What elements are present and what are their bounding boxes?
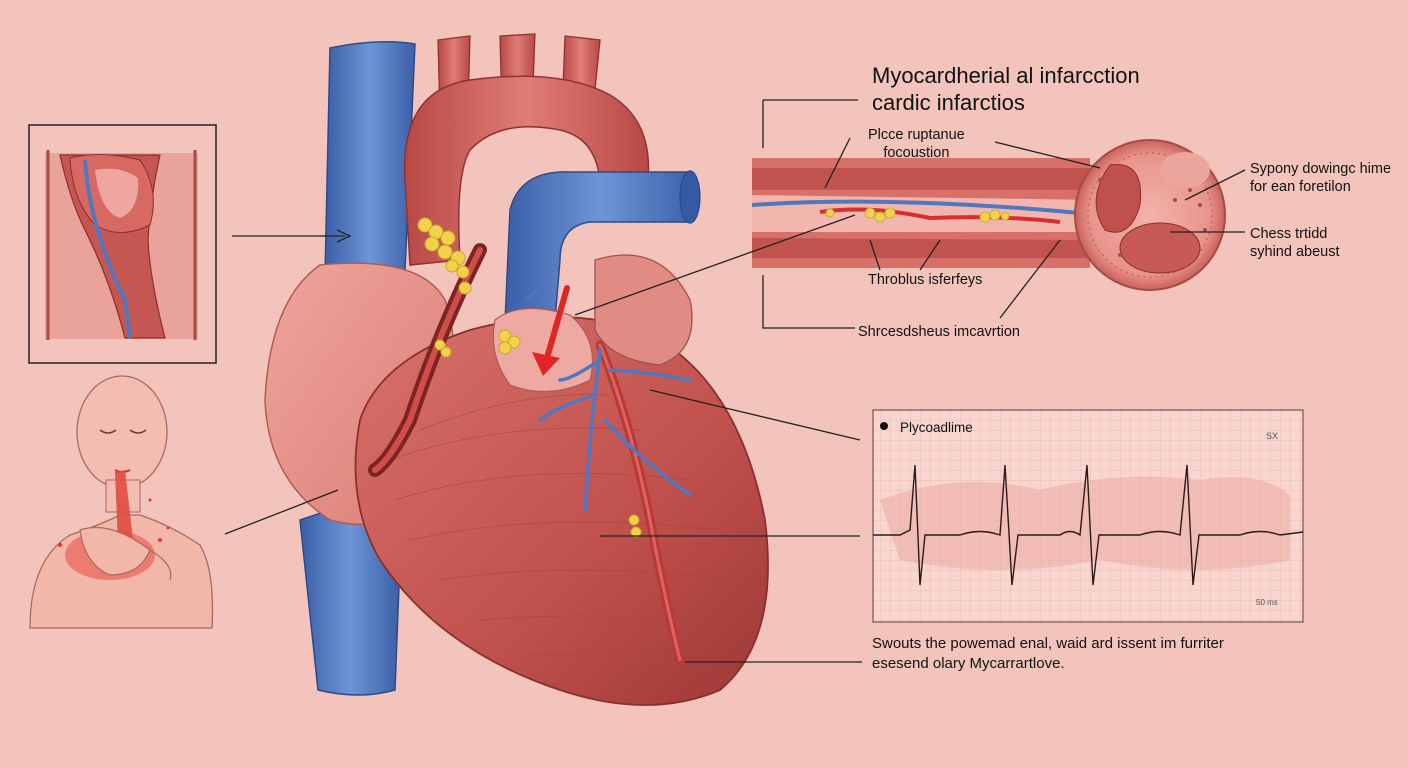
diagram-title: Myocardherial al infarcction cardic infa… — [872, 62, 1140, 116]
label-right-top-line-1: Sypony dowingc hime — [1250, 161, 1392, 177]
ecg-footer-code: 50 ms — [1256, 598, 1278, 607]
label-thrombus: Throblus isferfeys — [868, 272, 983, 288]
label-shrcesd: Shrcesdshеus imcavrtion — [858, 324, 1020, 340]
superior-vena-cava — [324, 41, 416, 276]
label-plaque-rupture-line-1: Plcce ruptanue — [868, 127, 965, 143]
leader-lines — [224, 99, 1246, 663]
label-right-top-line-2: for ean foretilon — [1250, 179, 1351, 195]
label-right-mid-line-2: syhind abeust — [1250, 244, 1340, 260]
label-right-mid-line-1: Chess trtidd — [1250, 226, 1328, 242]
plaque-deposits — [417, 217, 642, 538]
ecg-trace — [873, 464, 1304, 586]
ecg-corner-code: SX — [1266, 431, 1279, 441]
label-right-mid: Chess trtidd syhind abeust — [1250, 225, 1339, 261]
artery-inset-frame — [28, 124, 217, 364]
ecg-title: Plycoadlime — [900, 420, 973, 435]
artery-inset — [45, 150, 198, 340]
heart — [264, 33, 769, 706]
label-plaque-rupture: Plcce ruptanue focoustion — [868, 126, 965, 162]
label-plaque-rupture-line-2: focoustion — [883, 145, 950, 161]
title-line-1: Myocardherial al infarcction — [872, 63, 1140, 88]
caption-line-2: esesend olary Mycarrartlove. — [872, 655, 1065, 672]
patient-figure — [29, 375, 214, 629]
blood-flow-arrow — [542, 285, 570, 368]
title-line-2: cardic infarctios — [872, 90, 1025, 115]
caption-line-1: Swouts the powemad enal, waid ard issent… — [872, 635, 1224, 652]
ecg-panel — [872, 409, 1304, 623]
caption: Swouts the powemad enal, waid ard issent… — [872, 634, 1224, 674]
label-right-top: Sypony dowingc hime for ean foretilon — [1250, 160, 1391, 196]
artery-cross-section — [751, 139, 1226, 291]
